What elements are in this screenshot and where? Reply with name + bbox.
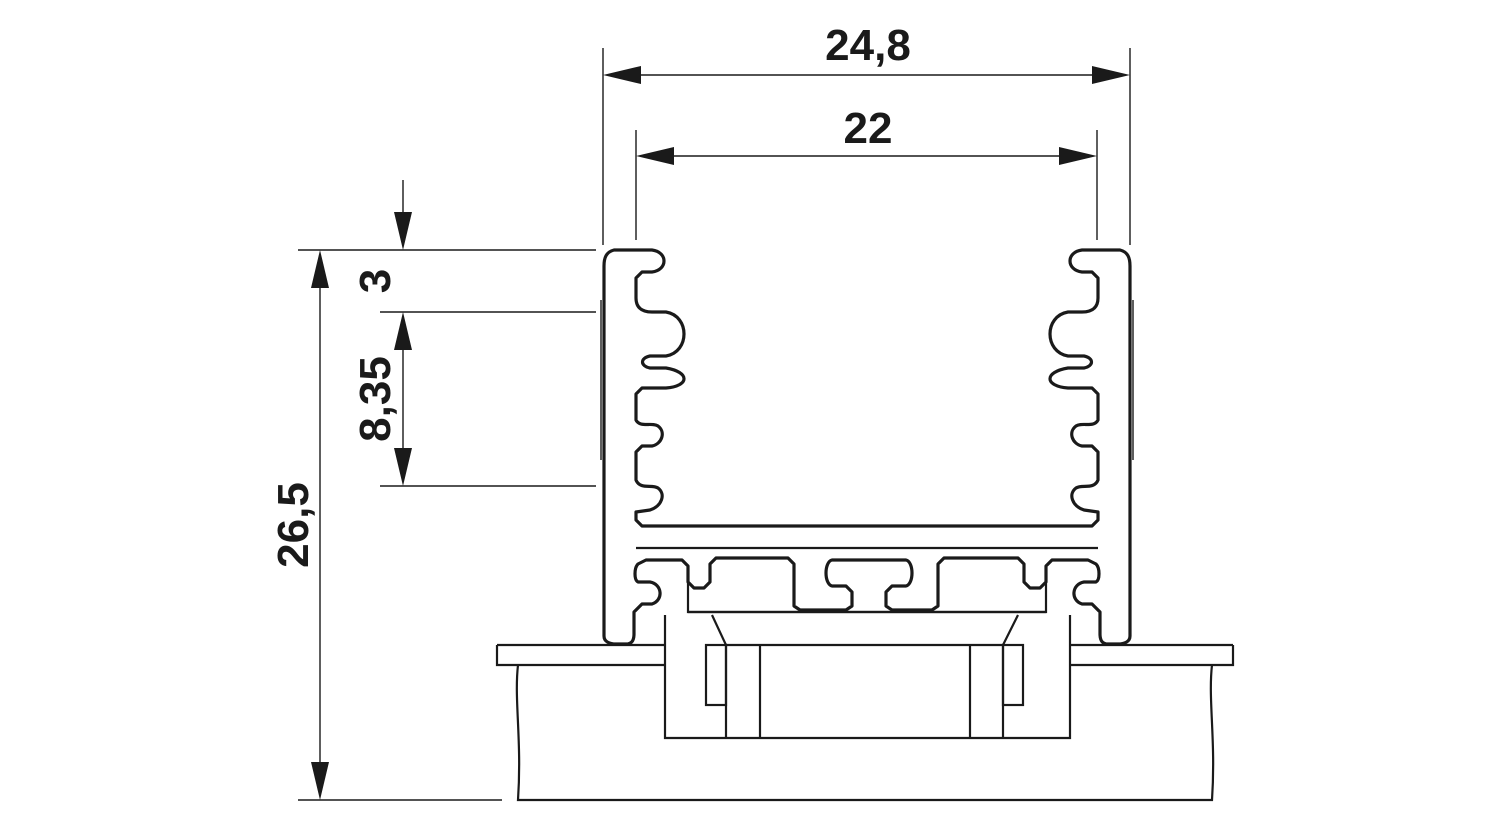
dimension-top-offset: 3 xyxy=(351,180,412,293)
arrow-head xyxy=(311,250,329,288)
dimension-inner-width: 22 xyxy=(635,104,1098,240)
dimension-label-inner-width: 22 xyxy=(844,104,893,153)
arrow-head xyxy=(1092,66,1130,84)
extension-lines xyxy=(298,249,596,801)
arrow-head xyxy=(394,312,412,350)
dimension-outer-width: 24,8 xyxy=(602,21,1131,245)
dimension-label-outer-width: 24,8 xyxy=(825,21,911,70)
dimension-groove-height: 8,35 xyxy=(351,312,412,486)
profile-left-wall xyxy=(602,248,1132,646)
arrow-head xyxy=(603,66,641,84)
arrow-head xyxy=(311,762,329,800)
dimension-label-total-height: 26,5 xyxy=(269,482,318,568)
mounting-surface xyxy=(495,643,1235,802)
dimension-total-height: 26,5 xyxy=(269,250,329,800)
arrow-head xyxy=(1059,147,1097,165)
dimension-label-groove-height: 8,35 xyxy=(351,356,400,442)
dimension-label-top-offset: 3 xyxy=(351,269,400,293)
arrow-head xyxy=(636,147,674,165)
mounting-clip xyxy=(663,614,1072,740)
arrow-head xyxy=(394,212,412,250)
aluminium-profile xyxy=(600,248,1134,646)
arrow-head xyxy=(394,448,412,486)
